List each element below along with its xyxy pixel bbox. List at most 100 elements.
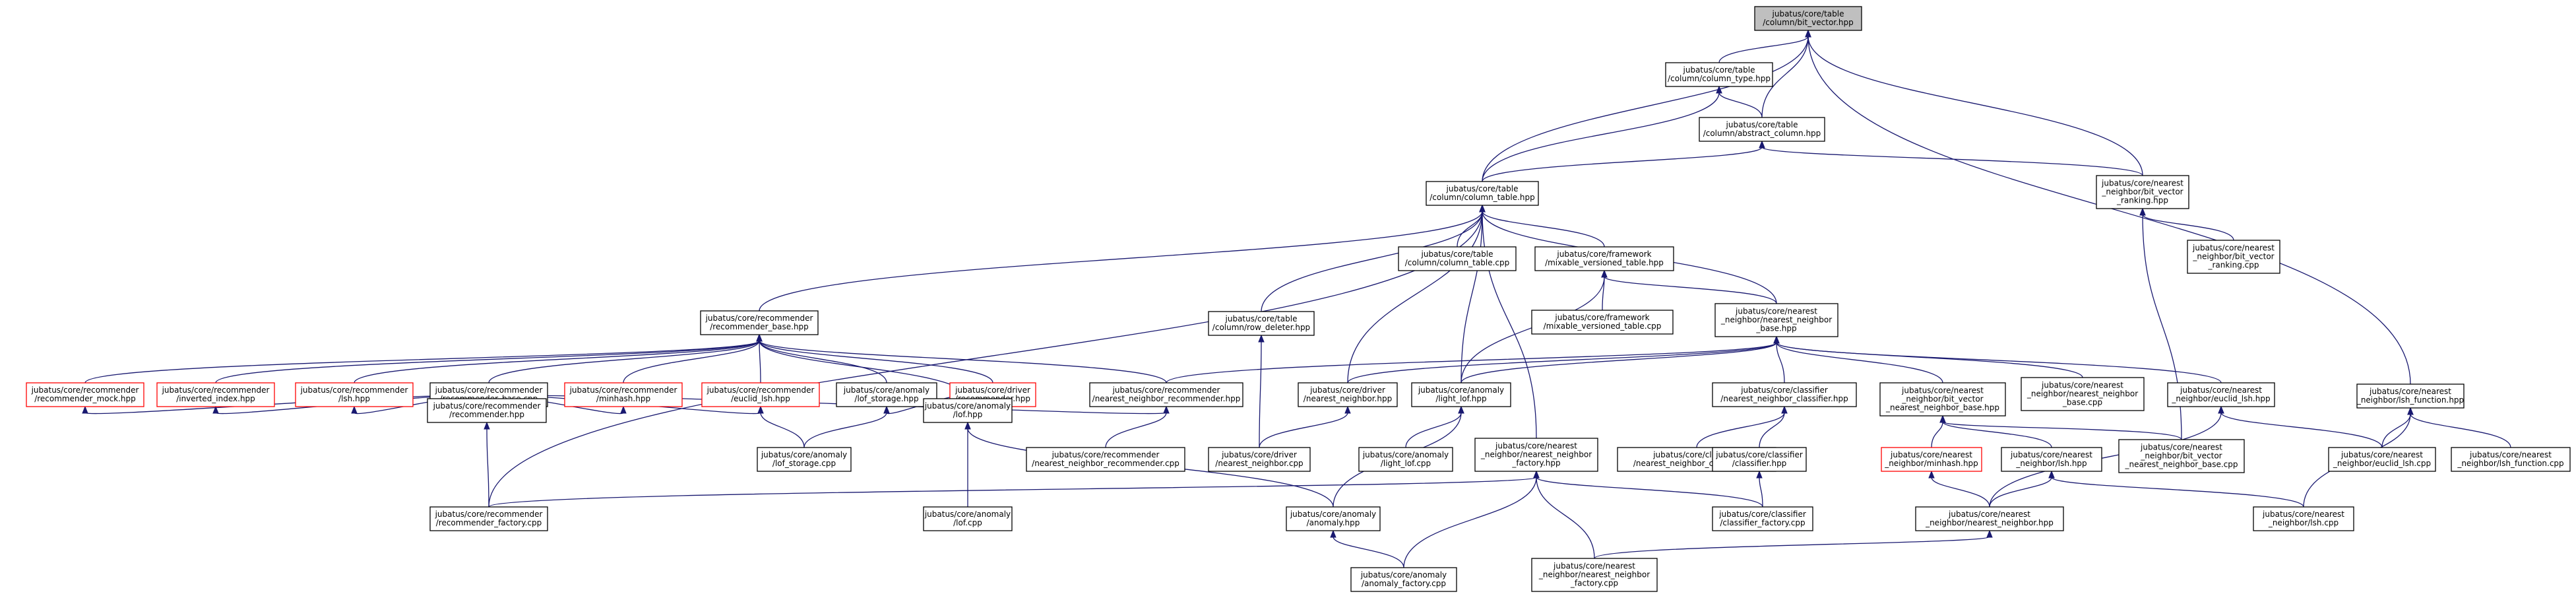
file-node-anomaly-hpp[interactable]: jubatus/core/anomaly/anomaly.hpp: [1286, 506, 1381, 531]
file-node-label-line: _neighbor/bit_vector: [1901, 395, 1983, 404]
dependency-edge-bit-vector-ranking-cpp-to-bit-vector-ranking-hpp: [2139, 207, 2234, 241]
file-node-nn-base-hpp[interactable]: jubatus/core/nearest_neighbor/nearest_ne…: [1714, 303, 1838, 337]
file-node-column-type-hpp[interactable]: jubatus/core/table/column/column_type.hp…: [1665, 62, 1773, 87]
dependency-edge-lof-cpp-to-lof-hpp: [964, 421, 971, 507]
dependency-edge-line: [2051, 477, 2304, 508]
dependency-edge-arrowhead: [1344, 405, 1351, 414]
file-node-mixable-versioned-table-cpp[interactable]: jubatus/core/framework/mixable_versioned…: [1531, 310, 1674, 335]
file-node-classifier-hpp[interactable]: jubatus/core/classifier/classifier.hpp: [1712, 447, 1807, 472]
file-node-box: [2451, 447, 2571, 472]
dependency-edge-line: [486, 428, 489, 508]
file-node-recommender-hpp[interactable]: jubatus/core/recommender/recommender.hpp: [427, 398, 547, 423]
file-node-label-line: jubatus/core/framework: [1556, 250, 1651, 259]
file-node-nn-factory-hpp[interactable]: jubatus/core/nearest_neighbor/nearest_ne…: [1474, 438, 1598, 472]
file-node-recommender-mock-hpp[interactable]: jubatus/core/recommender/recommender_moc…: [26, 382, 144, 407]
file-node-nn-lsh-cpp[interactable]: jubatus/core/nearest_neighbor/lsh.cpp: [2253, 506, 2354, 531]
file-node-rec-euclid-lsh-hpp[interactable]: jubatus/core/recommender/euclid_lsh.hpp: [701, 382, 820, 407]
file-node-label-line: jubatus/core/nearest: [1735, 307, 1817, 316]
file-node-box: [1881, 447, 1982, 472]
file-node-nn-base-cpp[interactable]: jubatus/core/nearest_neighbor/nearest_ne…: [2021, 377, 2145, 411]
file-node-label-line: jubatus/core/driver: [1309, 385, 1385, 395]
file-node-mixable-versioned-table-hpp[interactable]: jubatus/core/framework/mixable_versioned…: [1534, 246, 1674, 271]
file-node-nn-lsh-hpp[interactable]: jubatus/core/nearest_neighbor/lsh.hpp: [2001, 447, 2102, 472]
file-node-lof-storage-cpp[interactable]: jubatus/core/anomaly/lof_storage.cpp: [757, 447, 852, 472]
file-node-label-line: _neighbor/minhash.hpp: [1884, 459, 1978, 468]
dependency-edge-line: [488, 477, 1537, 508]
file-node-label-line: /mixable_versioned_table.hpp: [1545, 258, 1664, 267]
file-node-recommender-base-hpp[interactable]: jubatus/core/recommender/recommender_bas…: [700, 310, 819, 335]
dependency-edge-arrowhead: [1773, 335, 1780, 344]
file-node-recommender-factory-cpp[interactable]: jubatus/core/recommender/recommender_fac…: [429, 506, 548, 531]
dependency-edge-line: [1807, 36, 2143, 176]
file-node-lof-hpp[interactable]: jubatus/core/anomaly/lof.hpp: [923, 398, 1013, 423]
file-node-label-line: jubatus/core/recommender: [31, 385, 139, 395]
file-node-label-line: jubatus/core/anomaly: [924, 510, 1011, 519]
file-node-nn-nearest-neighbor-hpp[interactable]: jubatus/core/nearest_neighbor/nearest_ne…: [1915, 506, 2064, 531]
file-node-label-line: jubatus/core/nearest: [2140, 443, 2222, 452]
file-node-nn-recommender-cpp[interactable]: jubatus/core/recommender/nearest_neighbo…: [1026, 447, 1185, 472]
file-node-rec-minhash-hpp[interactable]: jubatus/core/recommender/minhash.hpp: [564, 382, 683, 407]
file-node-rec-lsh-hpp[interactable]: jubatus/core/recommender/lsh.hpp: [295, 382, 414, 407]
dependency-edge-line: [759, 340, 1167, 383]
file-node-box: [1426, 181, 1539, 206]
file-node-box: [923, 398, 1013, 423]
file-node-lsh-function-hpp[interactable]: jubatus/core/nearest_neighbor/lsh_functi…: [2356, 383, 2465, 409]
file-node-nn-minhash-hpp[interactable]: jubatus/core/nearest_neighbor/minhash.hp…: [1881, 447, 1982, 472]
file-node-nn-bit-vector-base-cpp[interactable]: jubatus/core/nearest_neighbor/bit_vector…: [2118, 439, 2245, 473]
dependency-edge-line: [1482, 92, 1720, 182]
file-node-label-line: /column/column_table.hpp: [1429, 193, 1534, 202]
file-node-nn-recommender-hpp[interactable]: jubatus/core/recommender/nearest_neighbo…: [1089, 382, 1243, 407]
file-node-light-lof-hpp[interactable]: jubatus/core/anomaly/light_lof.hpp: [1411, 382, 1511, 407]
dependency-edge-nn-lsh-hpp-to-nn-bit-vector-base-hpp: [1939, 415, 2052, 448]
file-node-lsh-function-cpp[interactable]: jubatus/core/nearest_neighbor/lsh_functi…: [2451, 447, 2571, 472]
dependency-edge-nn-euclid-lsh-cpp-to-nn-euclid-lsh-hpp: [2218, 405, 2383, 448]
dependency-edge-driver-nn-cpp-to-row-deleter-hpp: [1258, 334, 1265, 448]
file-node-box: [429, 506, 548, 531]
file-node-box: [26, 382, 144, 407]
file-node-nn-euclid-lsh-cpp[interactable]: jubatus/core/nearest_neighbor/euclid_lsh…: [2328, 447, 2436, 472]
dependency-edge-line: [488, 340, 760, 383]
file-node-column-table-hpp[interactable]: jubatus/core/table/column/column_table.h…: [1426, 181, 1539, 206]
dependency-edge-line: [2142, 214, 2234, 241]
file-node-nn-classifier-hpp[interactable]: jubatus/core/classifier/nearest_neighbor…: [1712, 382, 1857, 407]
file-node-inverted-index-hpp[interactable]: jubatus/core/recommender/inverted_index.…: [156, 382, 275, 407]
file-node-column-table-cpp[interactable]: jubatus/core/table/column/column_table.c…: [1398, 246, 1517, 271]
file-node-anomaly-factory-cpp[interactable]: jubatus/core/anomaly/anomaly_factory.cpp: [1350, 567, 1457, 592]
file-node-light-lof-cpp[interactable]: jubatus/core/anomaly/light_lof.cpp: [1358, 447, 1453, 472]
dependency-edge-line: [1347, 211, 1483, 383]
dependency-edge-arrowhead: [212, 405, 219, 414]
file-node-nn-bit-vector-base-hpp[interactable]: jubatus/core/nearest_neighbor/bit_vector…: [1879, 382, 2006, 417]
file-node-abstract-column-hpp[interactable]: jubatus/core/table/column/abstract_colum…: [1699, 117, 1825, 142]
file-node-row-deleter-hpp[interactable]: jubatus/core/table/column/row_deleter.hp…: [1208, 311, 1315, 336]
dependency-edge-line: [2220, 412, 2383, 448]
file-node-lof-storage-hpp[interactable]: jubatus/core/anomaly/lof_storage.hpp: [836, 382, 937, 407]
file-node-bit-vector-ranking-hpp[interactable]: jubatus/core/nearest_neighbor/bit_vector…: [2096, 175, 2189, 209]
file-node-label-line: jubatus/core/table: [1225, 314, 1298, 323]
file-node-lof-cpp[interactable]: jubatus/core/anomaly/lof.cpp: [923, 506, 1013, 531]
dependency-edge-line: [759, 340, 993, 383]
dependency-edge-line: [1776, 342, 1943, 383]
dependency-edge-recommender-factory-cpp-to-recommender-hpp: [484, 421, 490, 508]
file-node-label-line: _neighbor/nearest_neighbor: [2026, 389, 2138, 399]
file-node-box: [2167, 382, 2275, 407]
file-node-label-line: /lof_storage.cpp: [772, 459, 836, 468]
dependency-edge-line: [759, 340, 761, 383]
file-node-label-line: /column/column_table.cpp: [1405, 258, 1509, 267]
file-node-driver-nn-hpp[interactable]: jubatus/core/driver/nearest_neighbor.hpp: [1298, 382, 1398, 407]
file-node-label-line: jubatus/core/nearest: [2010, 450, 2092, 459]
file-node-label-line: jubatus/core/framework: [1554, 313, 1649, 322]
dependency-edge-lof-storage-cpp-to-rec-euclid-lsh-hpp: [757, 405, 805, 448]
file-node-bit-vector-ranking-cpp[interactable]: jubatus/core/nearest_neighbor/bit_vector…: [2187, 240, 2280, 274]
file-node-box: [836, 382, 937, 407]
file-node-box: [1208, 311, 1315, 336]
file-node-classifier-factory-cpp[interactable]: jubatus/core/classifier/classifier_facto…: [1712, 506, 1813, 531]
file-node-label-line: _neighbor/lsh.hpp: [2015, 459, 2087, 468]
dependency-edge-rec-lsh-hpp-to-recommender-base-hpp: [354, 333, 763, 383]
dependency-edge-line: [215, 340, 760, 383]
file-node-nn-euclid-lsh-hpp[interactable]: jubatus/core/nearest_neighbor/euclid_lsh…: [2167, 382, 2275, 407]
file-node-driver-nn-cpp[interactable]: jubatus/core/driver/nearest_neighbor.cpp: [1208, 447, 1311, 472]
dependency-edge-arrowhead: [1756, 470, 1763, 479]
file-node-nn-factory-cpp[interactable]: jubatus/core/nearest_neighbor/nearest_ne…: [1531, 558, 1658, 592]
dependency-edge-lsh-function-cpp-to-lsh-function-hpp: [2407, 407, 2511, 448]
dependency-edge-arrowhead: [1601, 269, 1608, 278]
